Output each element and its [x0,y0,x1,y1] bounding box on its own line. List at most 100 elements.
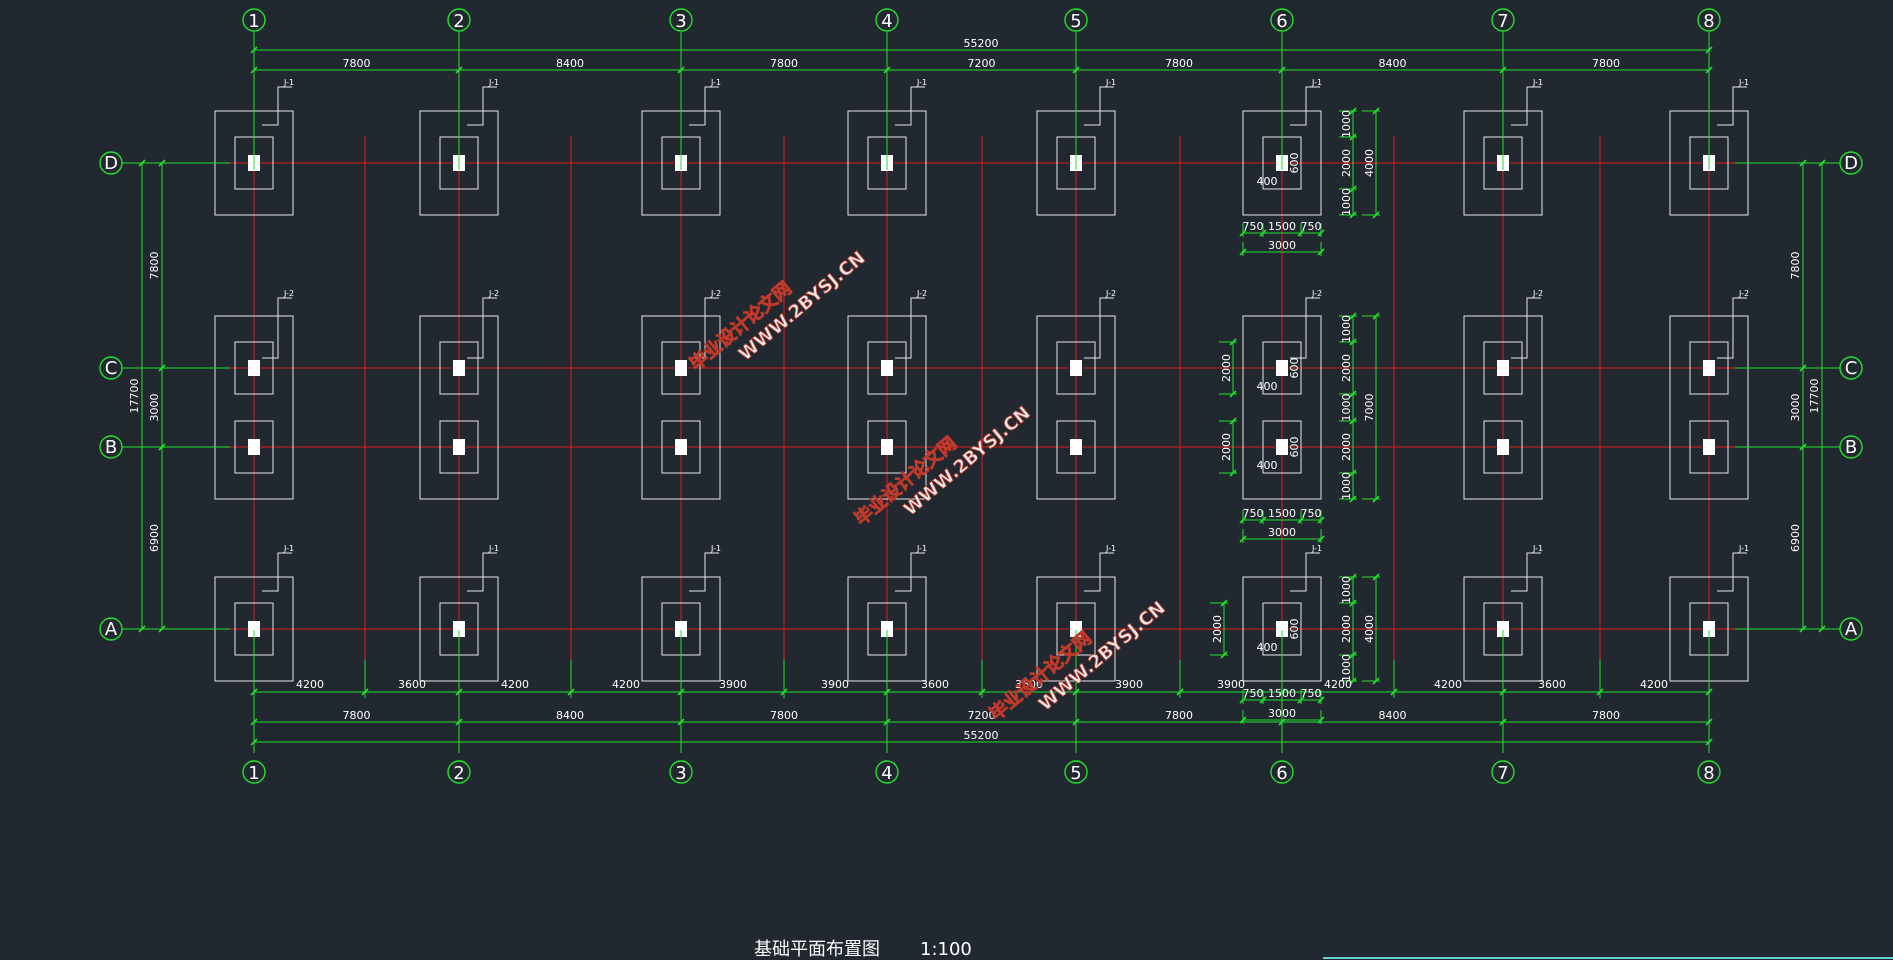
axis-bubble-right [1839,617,1863,641]
axis-bubble-top [242,8,266,32]
axis-label-left: A [105,619,118,640]
dimension-tick [677,66,685,74]
dimension-tick [138,625,146,633]
dimension-tick [250,688,258,696]
bay-dimension-top: 7800 [770,57,798,70]
dimension-tick [158,443,166,451]
detail-width-dimension: 750 [1301,687,1322,700]
bay-dimension-left: 7800 [148,252,161,280]
column-section [1276,360,1288,376]
dimension-tick [1239,535,1247,543]
segment-dimension-bottom: 3900 [719,678,747,691]
segment-dimension-bottom: 4200 [1640,678,1668,691]
dimension-tick [1349,312,1357,320]
footing-type-label: J-1 [916,78,927,87]
footing-type-label: J-1 [488,544,499,553]
dimension-tick [1278,688,1286,696]
detail-pad-height-dimension: 2000 [1211,615,1224,643]
axis-label-bottom: 3 [675,763,686,784]
axis-label-top: 6 [1276,11,1287,32]
dimension-tick [1372,107,1380,115]
footing-pedestal [234,341,274,395]
bay-dimension-left: 3000 [148,394,161,422]
footing-pedestal [1689,341,1729,395]
dimension-tick [1239,516,1247,524]
axis-label-bottom: 1 [248,763,259,784]
column-height-dimension: 600 [1288,153,1301,174]
detail-width-dimension: 750 [1243,687,1264,700]
dimension-tick [1259,229,1267,237]
dimension-tick [1349,599,1357,607]
footing-pedestal [1056,341,1096,395]
detail-total-height-dimension: 7000 [1363,394,1376,422]
axis-bubble-top [669,8,693,32]
dimension-tick [1229,338,1237,346]
footing-pedestal [1262,420,1302,474]
axis-bubble-bottom [1064,760,1088,784]
column-section [675,439,687,455]
dimension-tick [1297,229,1305,237]
footing-type-label: J-1 [1105,78,1116,87]
segment-dimension-bottom: 4200 [296,678,324,691]
dimension-tick [1372,495,1380,503]
detail-total-height-dimension: 4000 [1363,615,1376,643]
detail-total-width-dimension: 3000 [1268,526,1296,539]
footing-type-label: J-1 [1311,78,1322,87]
axis-bubble-bottom [1270,760,1294,784]
axis-label-top: 2 [453,11,464,32]
column-section [453,360,465,376]
footing-type-label: J-1 [710,78,721,87]
dimension-tick [1239,696,1247,704]
detail-height-dimension: 2000 [1340,354,1353,382]
axis-label-right: A [1845,619,1858,640]
column-section [1497,439,1509,455]
column-section [1703,360,1715,376]
detail-width-dimension: 1500 [1268,507,1296,520]
footing-type-label: J-1 [710,544,721,553]
dimension-tick [1349,573,1357,581]
footing-outline-outer [1242,315,1322,500]
detail-pad-height-dimension: 2000 [1220,433,1233,461]
dimension-tick [158,364,166,372]
column-section [675,360,687,376]
dimension-lines [99,8,1893,959]
axis-label-bottom: 8 [1703,763,1714,784]
footing-type-label: J-1 [916,544,927,553]
column-section [1070,621,1082,637]
dimension-tick [1317,229,1325,237]
detail-total-width-dimension: 3000 [1268,707,1296,720]
dimension-tick [1297,516,1305,524]
dimension-tick [1317,535,1325,543]
dimension-tick [250,718,258,726]
axis-bubble-left [99,617,123,641]
bay-dimension-top: 7200 [968,57,996,70]
dimension-tick [361,688,369,696]
footing-pedestal [867,420,907,474]
column-section [1276,439,1288,455]
dimension-tick [138,159,146,167]
detail-height-dimension: 2000 [1340,433,1353,461]
dimension-tick [1818,159,1826,167]
detail-width-dimension: 750 [1301,220,1322,233]
dimension-tick [1499,718,1507,726]
segment-dimension-bottom: 4200 [612,678,640,691]
dimension-tick [158,625,166,633]
footing-type-label: J-1 [1105,544,1116,553]
dimension-tick [677,688,685,696]
axis-bubble-right [1839,435,1863,459]
detail-pad-height-dimension: 2000 [1220,354,1233,382]
footing-leader-line [1084,86,1114,126]
dimension-tick [1705,66,1713,74]
dimension-tick [1349,107,1357,115]
dimension-tick [1390,688,1398,696]
segment-dimension-bottom: 3600 [398,678,426,691]
axis-bubble-top [1491,8,1515,32]
column-section [881,439,893,455]
footing-type-label: J-2 [1311,289,1322,298]
footing-type-label: J-2 [1738,289,1749,298]
footing-outline-outer [641,315,721,500]
dimension-tick [1239,716,1247,724]
axis-label-bottom: 6 [1276,763,1287,784]
